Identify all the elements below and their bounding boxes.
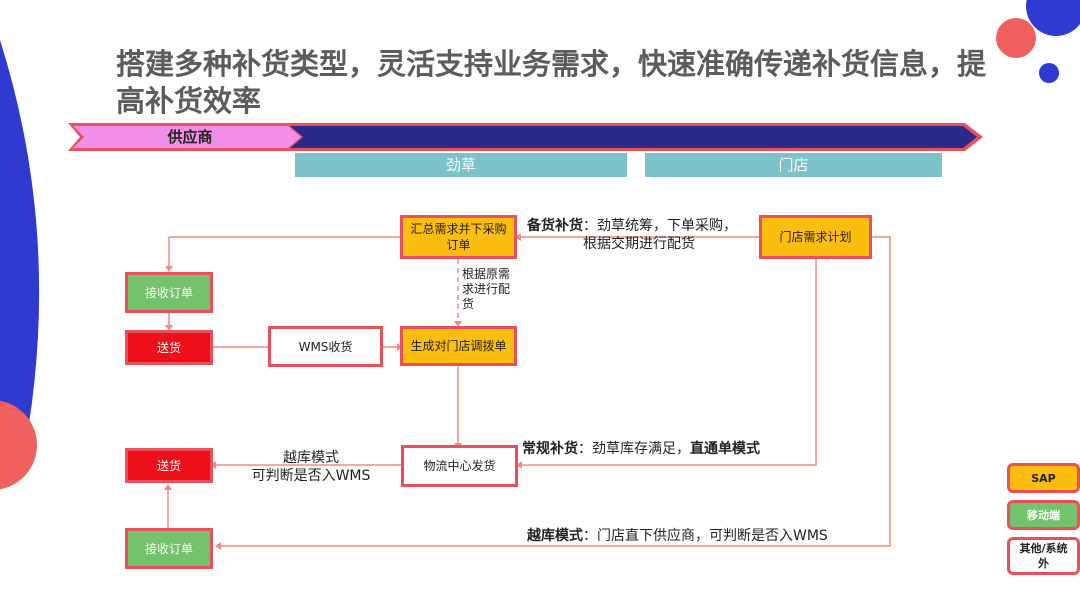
node-dc-shipment: 物流中心发货 — [401, 445, 518, 487]
annotation-cross-dock-left: 越库模式 可判断是否入WMS — [236, 449, 386, 485]
page-title: 搭建多种补货类型，灵活支持业务需求，快速准确传递补货信息，提高补货效率 — [116, 47, 987, 118]
annotation-cross-left-1: 越库模式 — [283, 450, 339, 466]
top-right-blue-circle — [1026, 0, 1080, 36]
node-receive-order-1: 接收订单 — [125, 272, 213, 313]
node-summarize-purchase-order: 汇总需求并下采购订单 — [400, 215, 517, 259]
left-red-circle — [0, 400, 37, 490]
annotation-stock-text-1: ：劲草统筹，下单采购， — [583, 218, 737, 234]
annotation-by-demand: 根据原需求进行配货 — [462, 267, 511, 311]
annotation-regular-bold: 直通单模式 — [690, 441, 760, 457]
annotation-cross-dock: 越库模式：门店直下供应商，可判断是否入WMS — [527, 527, 877, 545]
banner-arrow-pink — [73, 126, 301, 148]
legend-other: 其他/系统外 — [1007, 537, 1080, 575]
node-receive-order-2: 接收订单 — [125, 528, 213, 569]
annotation-stock-label: 备货补货 — [527, 218, 583, 234]
left-blue-arc — [0, 40, 40, 470]
column-header-store: 门店 — [645, 153, 942, 177]
annotation-regular-replenish: 常规补货：劲草库存满足，直通单模式 — [522, 440, 812, 458]
annotation-cross-label: 越库模式 — [527, 528, 583, 544]
top-right-small-blue-dot — [1039, 63, 1059, 83]
annotation-stock-replenish: 备货补货：劲草统筹，下单采购， 根据交期进行配货 — [527, 217, 772, 253]
annotation-cross-left-2: 可判断是否入WMS — [251, 468, 371, 484]
annotation-regular-text: ：劲草库存满足， — [578, 441, 690, 457]
node-deliver-2: 送货 — [125, 448, 213, 483]
node-wms-receive: WMS收货 — [268, 326, 383, 367]
node-generate-transfer-order: 生成对门店调拨单 — [400, 326, 517, 366]
legend-sap: SAP — [1007, 463, 1080, 493]
annotation-cross-text: ：门店直下供应商，可判断是否入WMS — [583, 528, 828, 544]
node-store-demand-plan: 门店需求计划 — [759, 215, 872, 259]
annotation-regular-label: 常规补货 — [522, 441, 578, 457]
top-right-red-circle — [996, 18, 1036, 58]
node-deliver-1: 送货 — [125, 330, 213, 365]
banner-arrow-navy — [290, 126, 977, 148]
banner-supplier-label: 供应商 — [167, 128, 213, 146]
annotation-stock-text-2: 根据交期进行配货 — [583, 236, 695, 252]
column-header-jincao: 劲草 — [295, 153, 627, 177]
legend-mobile: 移动端 — [1007, 500, 1080, 530]
